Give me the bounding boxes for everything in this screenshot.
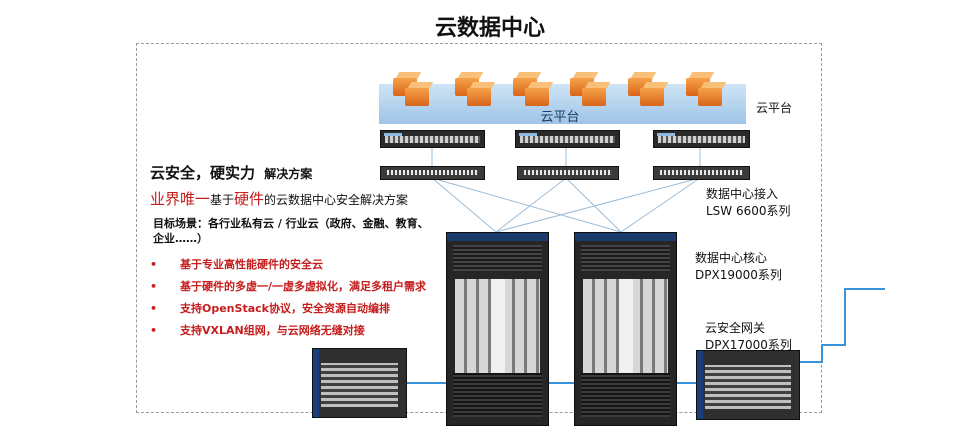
target-scenario: 目标场景：各行业私有云 / 行业云（政府、金融、教育、 企业……） xyxy=(153,216,429,246)
access-switch-icon xyxy=(380,166,485,180)
page-title: 云数据中心 xyxy=(434,16,545,41)
rack-server-icon xyxy=(515,130,620,148)
subheadline-black-2: 的云数据中心安全解决方案 xyxy=(264,193,409,207)
server-icon xyxy=(525,80,563,106)
core-switch-chassis-icon xyxy=(574,232,677,426)
server-icon xyxy=(582,80,620,106)
headline: 云安全，硬实力 解决方案 xyxy=(150,162,312,183)
core-layer-label: 数据中心核心 DPX19000系列 xyxy=(695,250,782,284)
rack-server-icon xyxy=(653,130,750,148)
access-layer-title: 数据中心接入 xyxy=(706,187,779,201)
server-icon xyxy=(467,80,505,106)
subheadline-red-2: 硬件 xyxy=(234,190,265,208)
access-switch-icon xyxy=(653,166,750,180)
server-icon xyxy=(698,80,736,106)
access-layer-series: LSW 6600系列 xyxy=(706,204,791,218)
subheadline-red-1: 业界唯一 xyxy=(150,190,211,208)
security-gateway-icon xyxy=(312,348,407,418)
feature-item: 支持OpenStack协议，安全资源自动编排 xyxy=(150,302,426,316)
gateway-label: 云安全网关 DPX17000系列 xyxy=(705,320,792,354)
subheadline-black-1: 基于 xyxy=(210,193,235,207)
feature-item: 基于硬件的多虚一/一虚多虚拟化，满足多租户需求 xyxy=(150,280,426,294)
gateway-series: DPX17000系列 xyxy=(705,338,792,352)
feature-item: 基于专业高性能硬件的安全云 xyxy=(150,258,426,272)
subheadline: 业界唯一基于硬件的云数据中心安全解决方案 xyxy=(150,188,408,209)
target-scenario-line-2: 企业……） xyxy=(153,232,208,245)
access-layer-label: 数据中心接入 LSW 6600系列 xyxy=(706,186,791,220)
feature-list: 基于专业高性能硬件的安全云 基于硬件的多虚一/一虚多虚拟化，满足多租户需求 支持… xyxy=(150,258,426,346)
access-switch-icon xyxy=(517,166,619,180)
cloud-platform-side-label: 云平台 xyxy=(756,101,793,115)
core-layer-series: DPX19000系列 xyxy=(695,268,782,282)
core-switch-chassis-icon xyxy=(446,232,549,426)
headline-main: 云安全，硬实力 xyxy=(150,164,256,182)
gateway-title: 云安全网关 xyxy=(705,321,766,335)
server-icon xyxy=(640,80,678,106)
feature-item: 支持VXLAN组网，与云网络无缝对接 xyxy=(150,324,426,338)
server-icon xyxy=(405,80,443,106)
security-gateway-icon xyxy=(696,350,800,420)
rack-server-icon xyxy=(380,130,485,148)
cloud-platform-band xyxy=(379,84,746,124)
cloud-platform-band-label: 云平台 xyxy=(540,110,580,125)
target-scenario-line-1: 目标场景：各行业私有云 / 行业云（政府、金融、教育、 xyxy=(153,217,429,230)
headline-suffix: 解决方案 xyxy=(264,167,313,181)
core-layer-title: 数据中心核心 xyxy=(695,251,768,265)
